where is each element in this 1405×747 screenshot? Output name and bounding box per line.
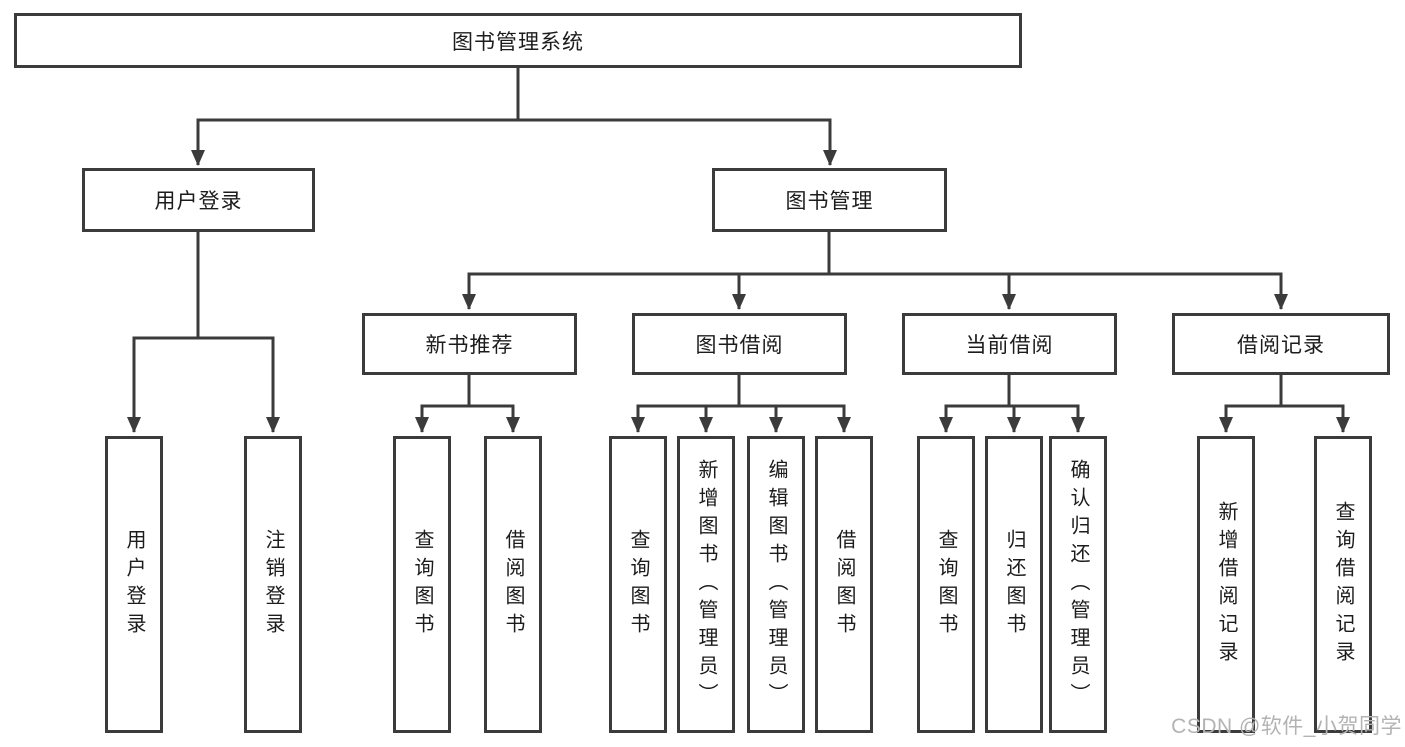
leaf-query-books-borrowing: 查询图书 bbox=[609, 436, 667, 733]
leaf-confirm-return-admin: 确认归还（管理员） bbox=[1049, 436, 1107, 733]
leaf-add-book-admin: 新增图书（管理员） bbox=[677, 436, 735, 733]
leaf-borrow-books-recommend: 借阅图书 bbox=[484, 436, 542, 733]
leaf-logout: 注销登录 bbox=[244, 436, 302, 733]
leaf-borrow-books-borrowing: 借阅图书 bbox=[815, 436, 873, 733]
leaf-query-books-recommend: 查询图书 bbox=[393, 436, 451, 733]
csdn-watermark: CSDN @软件_小贺同学 bbox=[1171, 715, 1402, 738]
node-current-borrowing: 当前借阅 bbox=[902, 313, 1117, 375]
node-borrowing-records: 借阅记录 bbox=[1172, 313, 1390, 375]
leaf-return-books: 归还图书 bbox=[985, 436, 1043, 733]
node-user-login: 用户登录 bbox=[82, 168, 315, 232]
node-book-management: 图书管理 bbox=[712, 168, 947, 232]
node-library-management-system: 图书管理系统 bbox=[14, 13, 1022, 68]
leaf-query-books-current: 查询图书 bbox=[917, 436, 975, 733]
node-new-book-recommendation: 新书推荐 bbox=[362, 313, 577, 375]
leaf-user-login: 用户登录 bbox=[105, 436, 163, 733]
leaf-add-borrow-record: 新增借阅记录 bbox=[1197, 436, 1255, 733]
node-book-borrowing: 图书借阅 bbox=[632, 313, 847, 375]
leaf-query-borrow-record: 查询借阅记录 bbox=[1314, 436, 1372, 733]
leaf-edit-book-admin: 编辑图书（管理员） bbox=[747, 436, 805, 733]
